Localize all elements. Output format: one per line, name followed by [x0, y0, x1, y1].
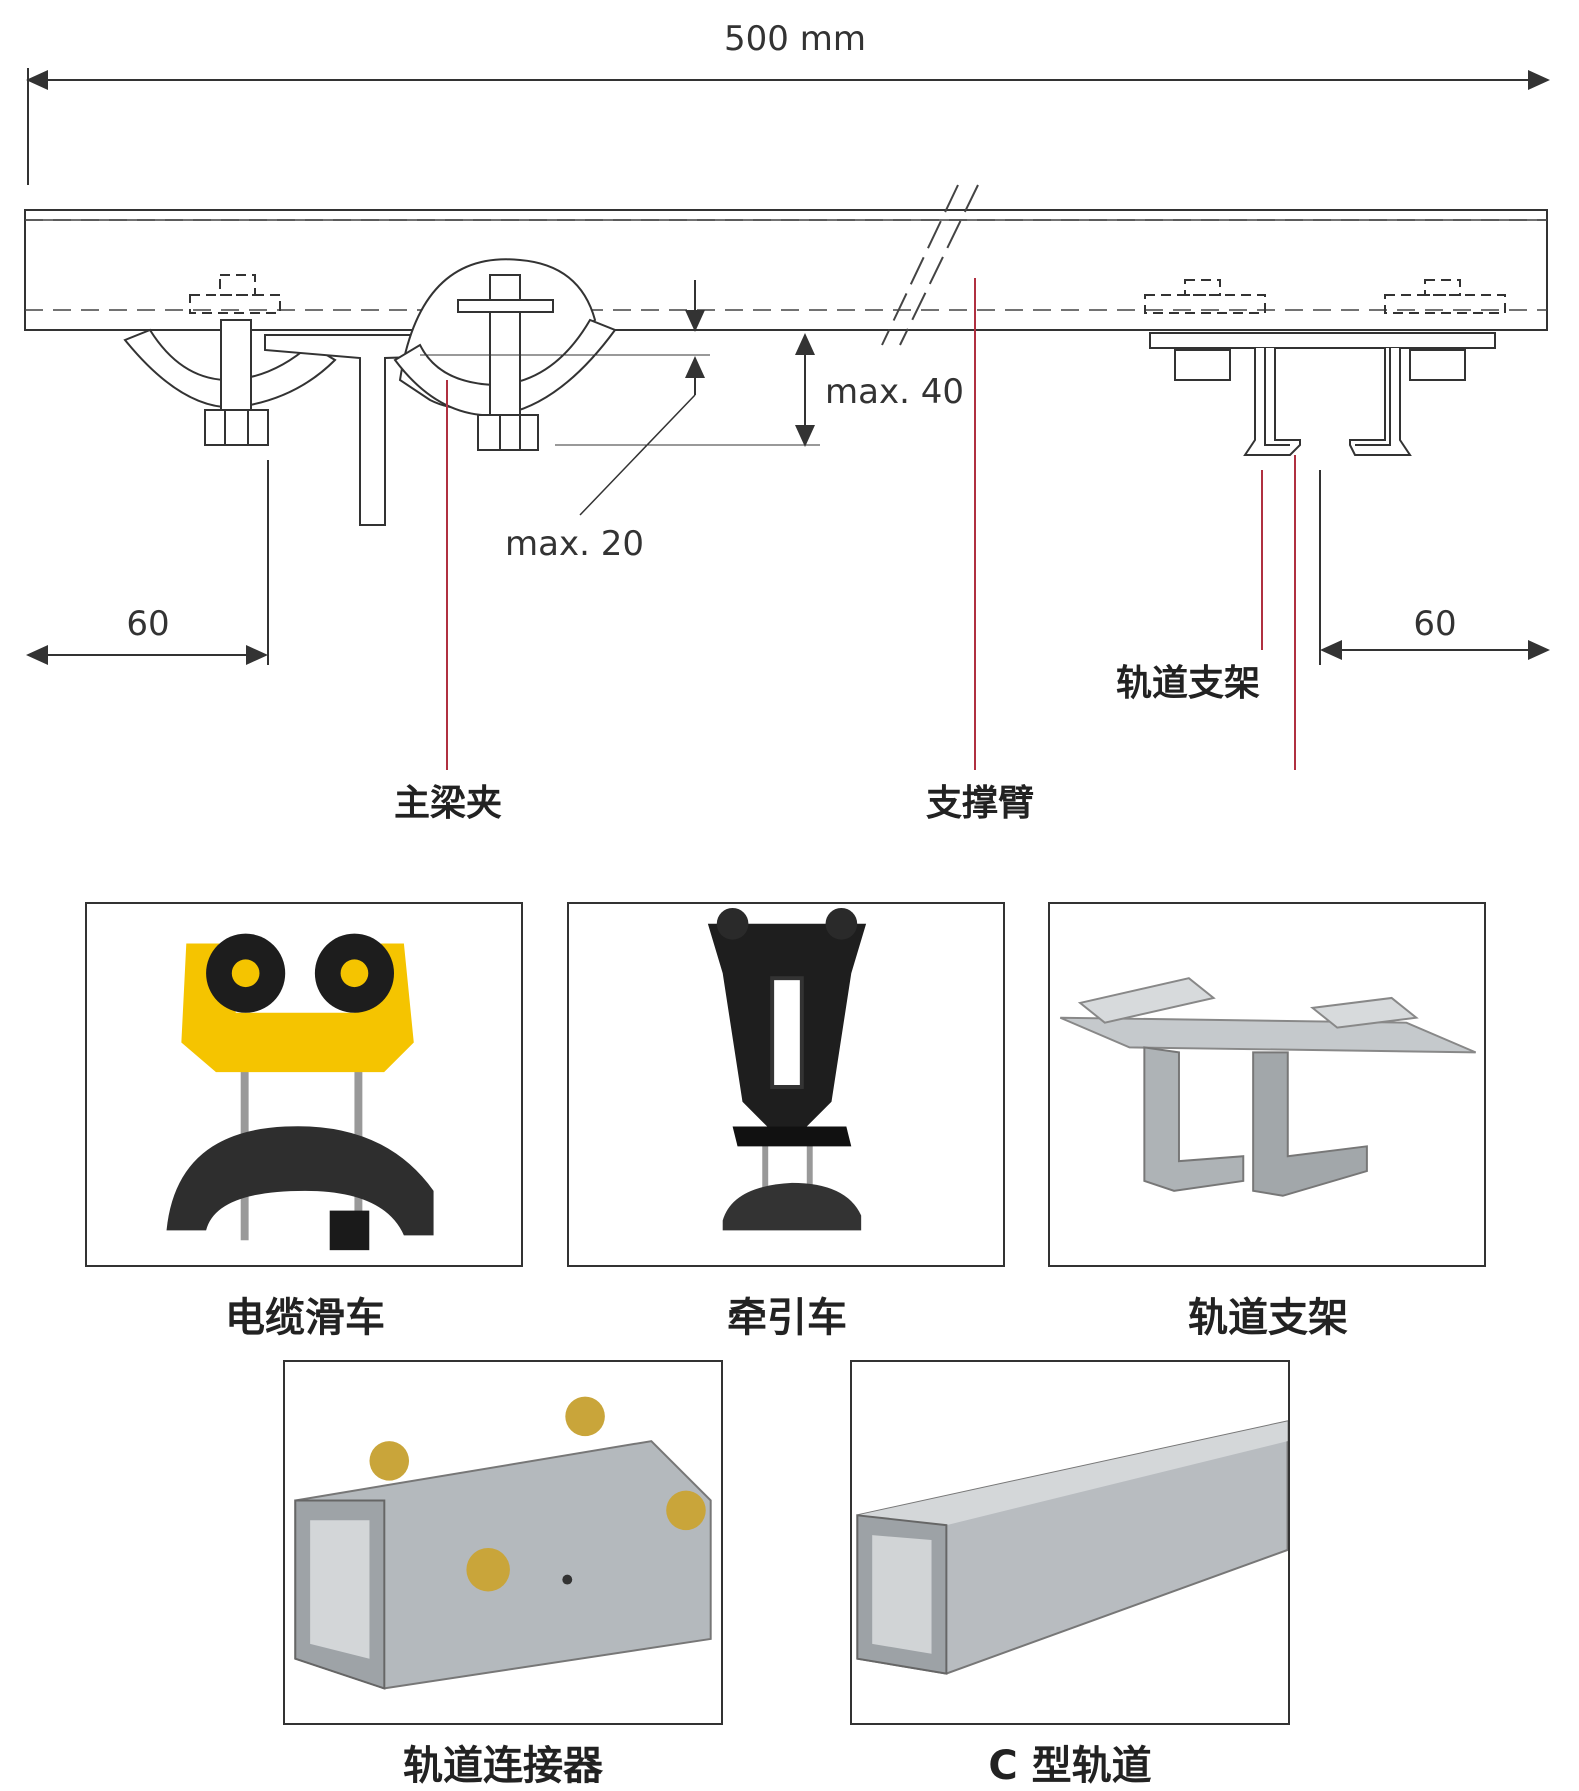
track-bracket-photo [1048, 902, 1486, 1267]
left-offset-label: 60 [126, 604, 169, 644]
track-bracket-callout: 轨道支架 [1116, 663, 1260, 704]
beam-clamp-drawing [123, 258, 617, 526]
towing-trolley-icon [707, 907, 867, 1231]
track-connector-photo [283, 1360, 723, 1725]
callout-lines [446, 278, 1296, 770]
cable-trolley-photo [85, 902, 523, 1267]
total-width-label: 500 mm [724, 19, 866, 59]
support-arm-callout: 支撑臂 [926, 783, 1034, 824]
track-bracket-caption: 轨道支架 [1188, 1295, 1348, 1341]
track-bracket-drawing [1144, 279, 1506, 665]
towing-trolley-photo [567, 902, 1005, 1267]
max-40-label: max. 40 [825, 372, 964, 412]
main-beam [24, 184, 1548, 346]
cable-trolley-icon [166, 933, 434, 1251]
right-offset-dimension: 60 [1320, 604, 1550, 660]
right-offset-label: 60 [1413, 604, 1456, 644]
c-track-photo [850, 1360, 1290, 1725]
total-width-dimension: 500 mm [26, 19, 1550, 185]
cable-trolley-caption: 电缆滑车 [225, 1295, 385, 1341]
track-bracket-icon [1059, 977, 1477, 1197]
c-track-caption: C 型轨道 [988, 1743, 1152, 1789]
track-connector-icon [294, 1396, 712, 1690]
towing-trolley-caption: 牵引车 [727, 1295, 847, 1341]
max-20-label: max. 20 [505, 524, 644, 564]
track-connector-caption: 轨道连接器 [403, 1743, 603, 1789]
c-track-icon [856, 1420, 1288, 1675]
beam-clamp-callout: 主梁夹 [394, 783, 502, 824]
max-40-dimension: max. 40 [555, 333, 964, 447]
max-20-dimension: max. 20 [420, 280, 710, 564]
technical-drawing: 500 mm max. 20 [24, 19, 1550, 824]
left-offset-dimension: 60 [26, 460, 269, 665]
